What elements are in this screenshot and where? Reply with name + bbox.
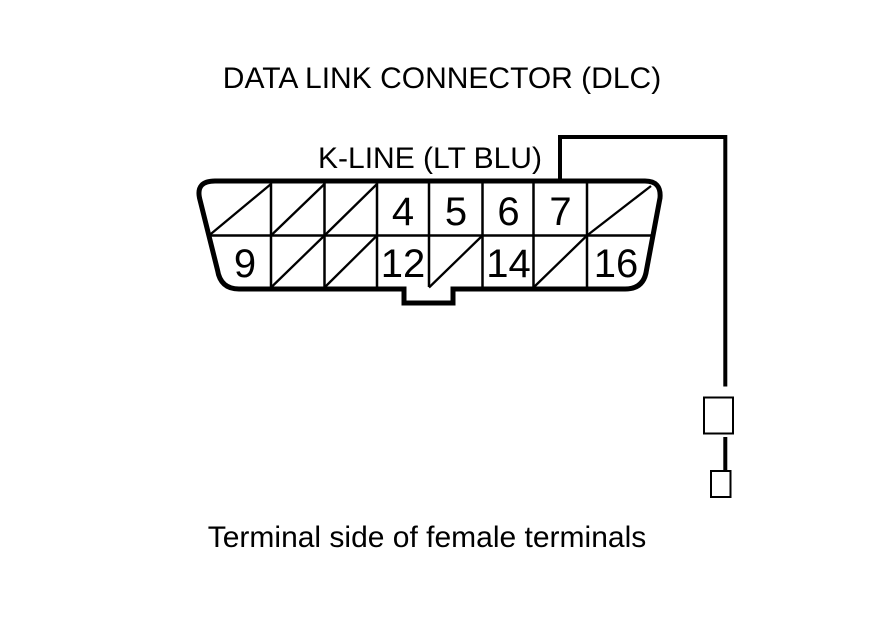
pin-9-label: 9 (234, 242, 256, 286)
unused-pin-diagonal-cell2 (270, 183, 326, 237)
k-line-wire-label: K-LINE (LT BLU) (318, 142, 542, 175)
unused-pin-diagonal-cell13 (428, 234, 484, 289)
pin-16-label: 16 (594, 242, 639, 286)
inline-connector-symbol (703, 396, 734, 498)
unused-pin-diagonal-cell8 (586, 185, 652, 237)
pin-numbers: 4 5 6 7 9 12 14 16 (234, 190, 638, 286)
pin-6-label: 6 (497, 190, 519, 234)
unused-pin-diagonal-cell1 (208, 183, 272, 237)
pin-12-label: 12 (381, 242, 426, 286)
unused-pin-diagonal-cell10 (270, 234, 326, 289)
connector-box-small (710, 470, 732, 498)
connector-box-large (703, 396, 734, 435)
unused-pin-diagonal-cell11 (323, 234, 378, 289)
pin-4-label: 4 (392, 190, 414, 234)
pin-14-label: 14 (486, 242, 531, 286)
pin-5-label: 5 (445, 190, 467, 234)
unused-pin-diagonal-cell15 (532, 234, 588, 289)
diagram-title: DATA LINK CONNECTOR (DLC) (223, 62, 661, 95)
pin-7-label: 7 (549, 190, 571, 234)
k-line-wire-path (558, 135, 728, 387)
unused-pin-marks (208, 183, 652, 289)
terminal-side-caption: Terminal side of female terminals (208, 521, 647, 554)
unused-pin-diagonal-cell3 (323, 183, 378, 237)
